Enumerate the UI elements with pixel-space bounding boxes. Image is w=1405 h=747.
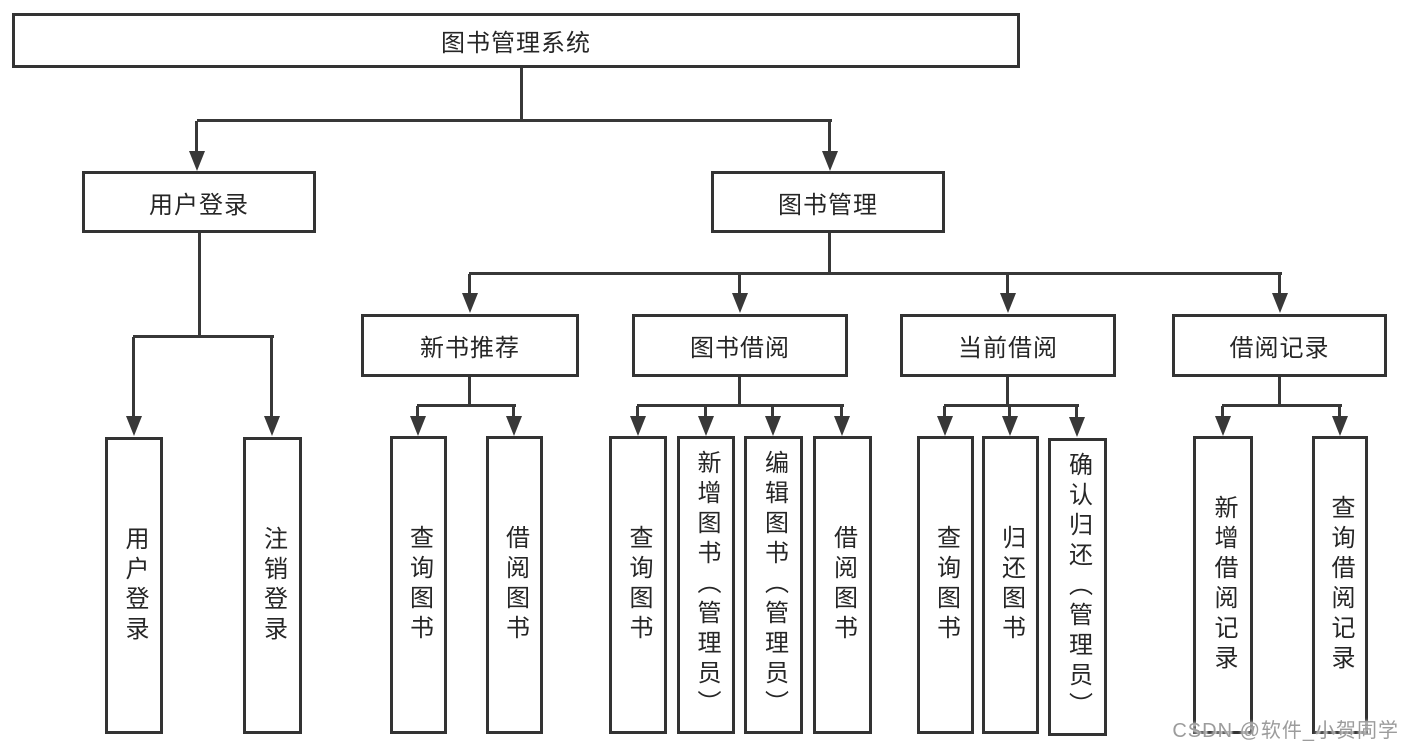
leaf-nb-borrow: 借阅图书 xyxy=(486,436,543,734)
leaf-br-query-label: 查询借阅记录 xyxy=(1327,495,1354,675)
leaf-bb-borrow-label: 借阅图书 xyxy=(829,525,857,645)
connector-vertical-line xyxy=(1075,406,1078,419)
leaf-user-login: 用户登录 xyxy=(105,437,163,734)
connector-horizontal-line xyxy=(1222,404,1342,407)
connector-vertical-line xyxy=(416,406,419,418)
connector-vertical-line xyxy=(704,406,707,418)
node-current-borrow: 当前借阅 xyxy=(900,314,1116,377)
connector-vertical-line xyxy=(1221,406,1224,418)
leaf-bb-query: 查询图书 xyxy=(609,436,667,734)
connector-vertical-line xyxy=(198,231,201,337)
arrowhead-icon xyxy=(126,416,142,436)
node-borrow-records-label: 借阅记录 xyxy=(1229,335,1330,362)
connector-vertical-line xyxy=(1278,274,1281,295)
connector-vertical-line xyxy=(738,375,741,406)
node-borrow-records: 借阅记录 xyxy=(1172,314,1387,377)
connector-horizontal-line xyxy=(469,272,1282,275)
leaf-br-query: 查询借阅记录 xyxy=(1312,436,1368,734)
leaf-cb-confirm: 确认归还（管理员） xyxy=(1048,438,1107,736)
leaf-nb-query: 查询图书 xyxy=(390,436,447,734)
arrowhead-icon xyxy=(410,416,426,436)
arrowhead-icon xyxy=(822,151,838,171)
node-current-borrow-label: 当前借阅 xyxy=(958,335,1058,362)
connector-vertical-line xyxy=(512,406,515,418)
node-new-book: 新书推荐 xyxy=(361,314,579,377)
arrowhead-icon xyxy=(1002,416,1018,436)
connector-vertical-line xyxy=(771,406,774,418)
node-book-borrow: 图书借阅 xyxy=(632,314,848,377)
arrowhead-icon xyxy=(189,151,205,171)
arrowhead-icon xyxy=(834,416,850,436)
arrowhead-icon xyxy=(1332,416,1348,436)
arrowhead-icon xyxy=(1000,293,1016,313)
connector-vertical-line xyxy=(840,406,843,418)
connector-vertical-line xyxy=(636,406,639,418)
connector-vertical-line xyxy=(195,121,198,153)
connector-vertical-line xyxy=(468,274,471,295)
connector-horizontal-line xyxy=(417,404,516,407)
arrowhead-icon xyxy=(732,293,748,313)
connector-vertical-line xyxy=(828,121,831,153)
connector-vertical-line xyxy=(943,406,946,418)
connector-vertical-line xyxy=(828,231,831,274)
arrowhead-icon xyxy=(698,416,714,436)
connector-vertical-line xyxy=(738,274,741,295)
leaf-cb-query-label: 查询图书 xyxy=(932,525,960,645)
leaf-bb-query-label: 查询图书 xyxy=(625,525,652,645)
connector-vertical-line xyxy=(520,66,523,121)
connector-vertical-line xyxy=(1006,375,1009,406)
leaf-bb-edit-label: 编辑图书（管理员） xyxy=(760,450,788,720)
arrowhead-icon xyxy=(630,416,646,436)
leaf-cb-return-label: 归还图书 xyxy=(997,525,1025,645)
connector-vertical-line xyxy=(270,337,273,418)
connector-vertical-line xyxy=(1008,406,1011,418)
arrowhead-icon xyxy=(264,416,280,436)
connector-vertical-line xyxy=(468,375,471,406)
arrowhead-icon xyxy=(1215,416,1231,436)
leaf-cb-return: 归还图书 xyxy=(982,436,1039,734)
arrowhead-icon xyxy=(1272,293,1288,313)
leaf-bb-borrow: 借阅图书 xyxy=(813,436,872,734)
leaf-nb-borrow-label: 借阅图书 xyxy=(501,525,529,645)
node-user-login-label: 用户登录 xyxy=(149,191,249,219)
leaf-user-login-label: 用户登录 xyxy=(121,525,148,646)
connector-horizontal-line xyxy=(944,404,1079,407)
node-new-book-label: 新书推荐 xyxy=(420,335,520,362)
leaf-bb-add-label: 新增图书（管理员） xyxy=(693,450,720,720)
leaf-br-add: 新增借阅记录 xyxy=(1193,436,1253,734)
connector-vertical-line xyxy=(132,337,135,418)
arrowhead-icon xyxy=(462,293,478,313)
connector-vertical-line xyxy=(1338,406,1341,418)
node-book-mgmt-label: 图书管理 xyxy=(778,191,878,219)
leaf-br-add-label: 新增借阅记录 xyxy=(1210,495,1237,675)
arrowhead-icon xyxy=(1069,417,1085,437)
leaf-logout: 注销登录 xyxy=(243,437,302,734)
node-book-mgmt: 图书管理 xyxy=(711,171,945,233)
leaf-cb-query: 查询图书 xyxy=(917,436,974,734)
node-user-login: 用户登录 xyxy=(82,171,316,233)
connector-horizontal-line xyxy=(197,119,832,122)
connector-vertical-line xyxy=(1278,375,1281,406)
leaf-cb-confirm-label: 确认归还（管理员） xyxy=(1064,452,1092,722)
leaf-bb-add: 新增图书（管理员） xyxy=(677,436,735,734)
connector-vertical-line xyxy=(1006,274,1009,295)
arrowhead-icon xyxy=(506,416,522,436)
node-book-borrow-label: 图书借阅 xyxy=(690,335,790,362)
leaf-nb-query-label: 查询图书 xyxy=(405,525,433,645)
leaf-bb-edit: 编辑图书（管理员） xyxy=(744,436,803,734)
node-root-label: 图书管理系统 xyxy=(441,30,591,57)
arrowhead-icon xyxy=(765,416,781,436)
connector-horizontal-line xyxy=(133,335,274,338)
node-root: 图书管理系统 xyxy=(12,13,1020,68)
arrowhead-icon xyxy=(937,416,953,436)
leaf-logout-label: 注销登录 xyxy=(259,525,287,646)
watermark: CSDN @软件_小贺同学 xyxy=(1172,720,1399,742)
